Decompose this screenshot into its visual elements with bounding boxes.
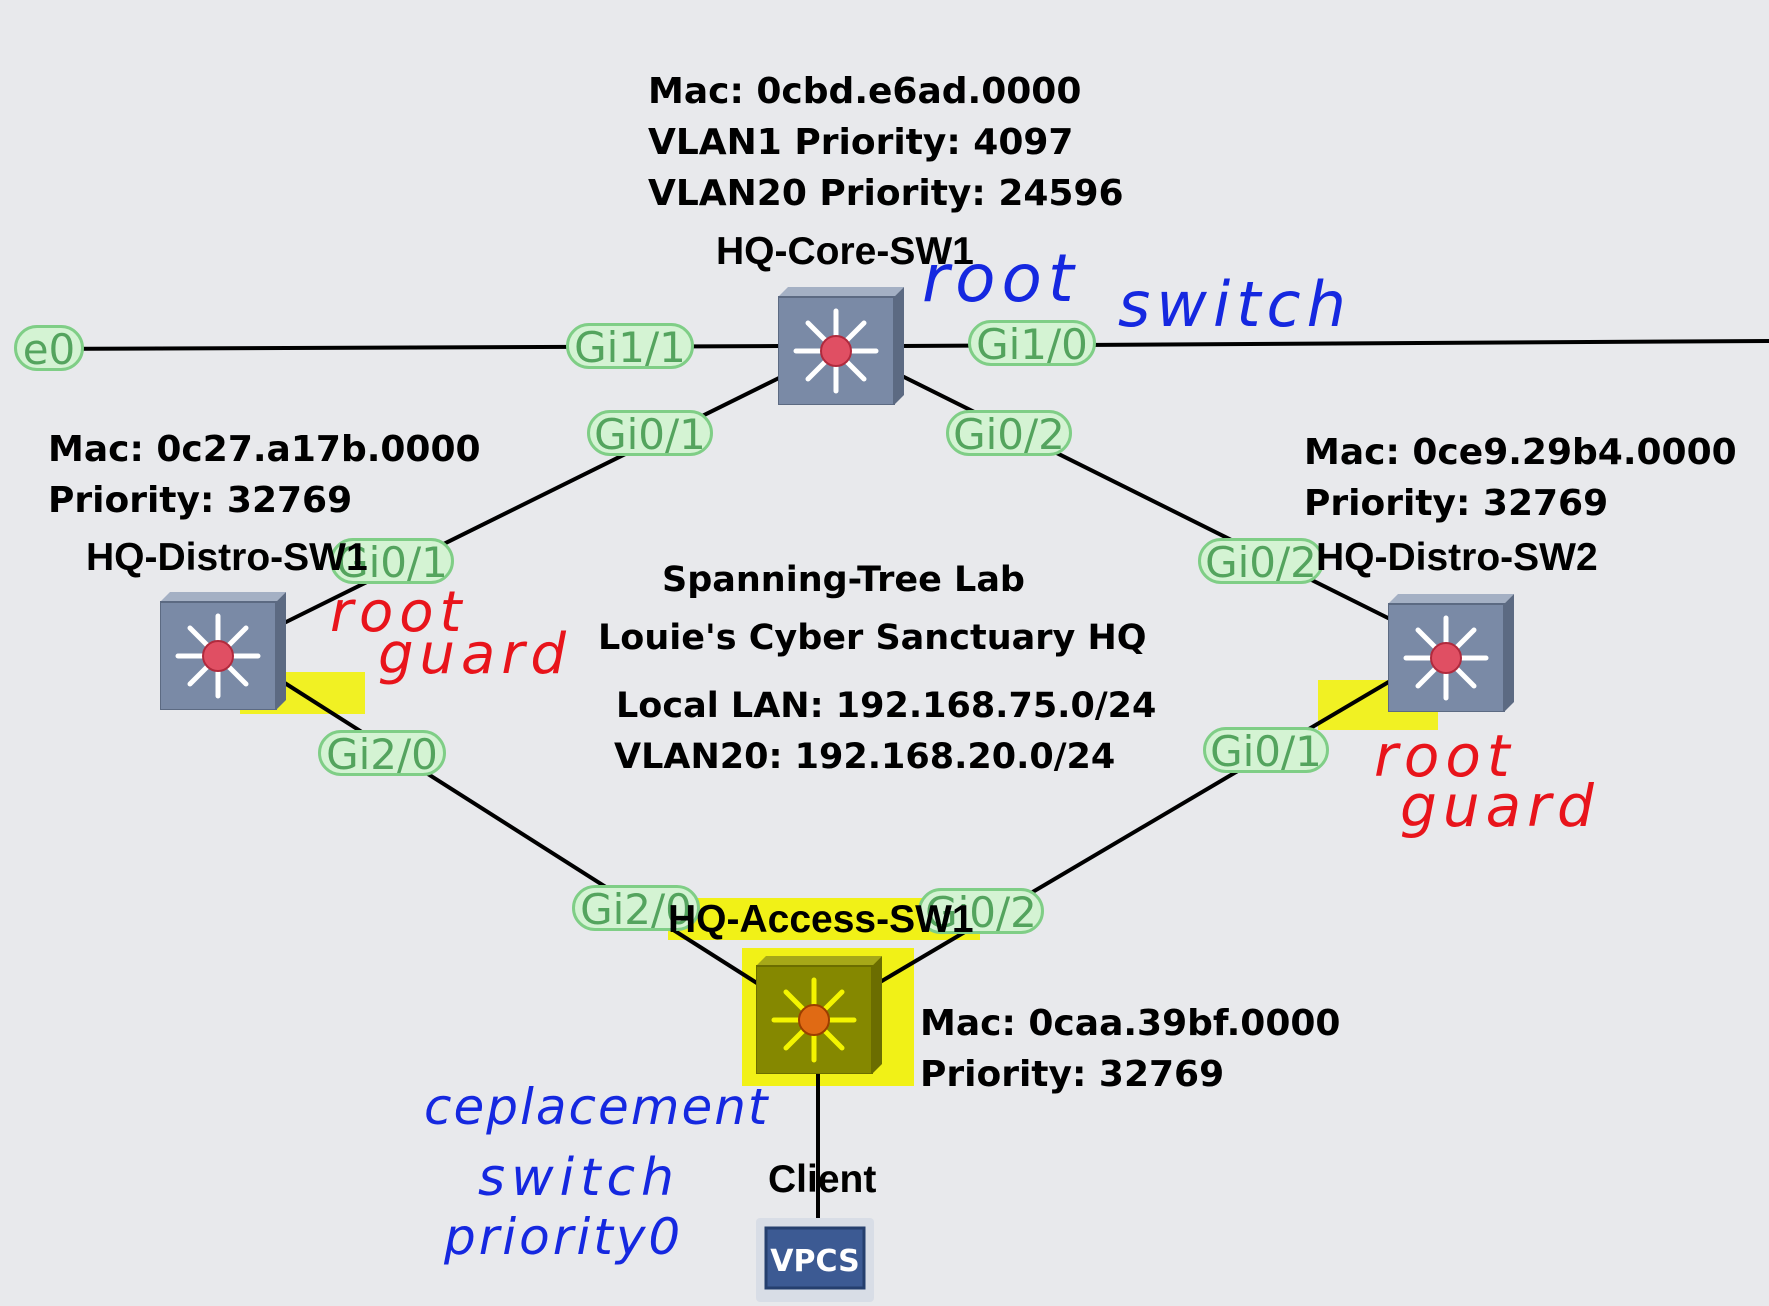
annotation-root-switch-1: root <box>922 240 1080 317</box>
port-core-gi0-1[interactable]: Gi0/1 <box>587 410 713 457</box>
port-left-edge[interactable]: e0 <box>14 325 84 372</box>
vlan20-subnet: VLAN20: 192.168.20.0/24 <box>614 737 1116 777</box>
access-priority: Priority: 32769 <box>920 1054 1225 1095</box>
core-switch-icon[interactable] <box>777 287 904 406</box>
port-core-gi1-1[interactable]: Gi1/1 <box>566 323 694 370</box>
access-switch-icon[interactable] <box>755 956 882 1075</box>
access-hostname: HQ-Access-SW1 <box>668 898 974 941</box>
distro1-switch-icon[interactable] <box>159 592 286 711</box>
annotation-root-switch-2: switch <box>1118 268 1352 341</box>
core-vlan1-priority: VLAN1 Priority: 4097 <box>648 122 1074 163</box>
core-hostname: HQ-Core-SW1 <box>716 230 974 273</box>
core-vlan20-priority: VLAN20 Priority: 24596 <box>648 173 1124 214</box>
annotation-replacement-2: switch <box>478 1148 681 1208</box>
annotation-root-guard-left-2: guard <box>378 622 572 687</box>
port-access-gi2-0[interactable]: Gi2/0 <box>572 885 700 932</box>
annotation-root-guard-left-1: root <box>330 580 468 645</box>
lab-subtitle: Louie's Cyber Sanctuary HQ <box>598 618 1147 658</box>
port-core-gi0-2[interactable]: Gi0/2 <box>946 410 1072 457</box>
annotation-root-guard-right-1: root <box>1374 722 1516 790</box>
vpcs-label: VPCS <box>770 1244 859 1279</box>
distro2-mac: Mac: 0ce9.29b4.0000 <box>1304 432 1737 473</box>
annotation-root-guard-right-2: guard <box>1400 772 1600 840</box>
port-distro2-gi0-2[interactable]: Gi0/2 <box>1198 538 1324 585</box>
local-lan-subnet: Local LAN: 192.168.75.0/24 <box>616 686 1157 726</box>
port-core-gi1-0[interactable]: Gi1/0 <box>968 320 1096 367</box>
client-hostname: Client <box>768 1158 877 1201</box>
lab-title: Spanning-Tree Lab <box>662 560 1025 600</box>
distro2-priority: Priority: 32769 <box>1304 483 1609 524</box>
distro1-mac: Mac: 0c27.a17b.0000 <box>48 429 481 470</box>
port-distro2-gi0-1[interactable]: Gi0/1 <box>1203 727 1329 774</box>
distro1-priority: Priority: 32769 <box>48 480 353 521</box>
vpcs-icon[interactable]: VPCS <box>756 1218 874 1302</box>
core-mac: Mac: 0cbd.e6ad.0000 <box>648 71 1082 112</box>
port-distro1-gi0-1[interactable]: Gi0/1 <box>330 538 454 585</box>
port-access-gi0-2[interactable]: Gi0/2 <box>918 888 1044 935</box>
distro2-hostname: HQ-Distro-SW2 <box>1316 536 1598 579</box>
distro2-switch-icon[interactable] <box>1387 594 1514 713</box>
port-distro1-gi2-0[interactable]: Gi2/0 <box>318 730 446 777</box>
distro1-hostname: HQ-Distro-SW1 <box>86 536 368 579</box>
access-mac: Mac: 0caa.39bf.0000 <box>920 1003 1341 1044</box>
annotation-replacement-1: ceplacement <box>424 1078 770 1136</box>
annotation-replacement-3: priority0 <box>444 1208 684 1266</box>
